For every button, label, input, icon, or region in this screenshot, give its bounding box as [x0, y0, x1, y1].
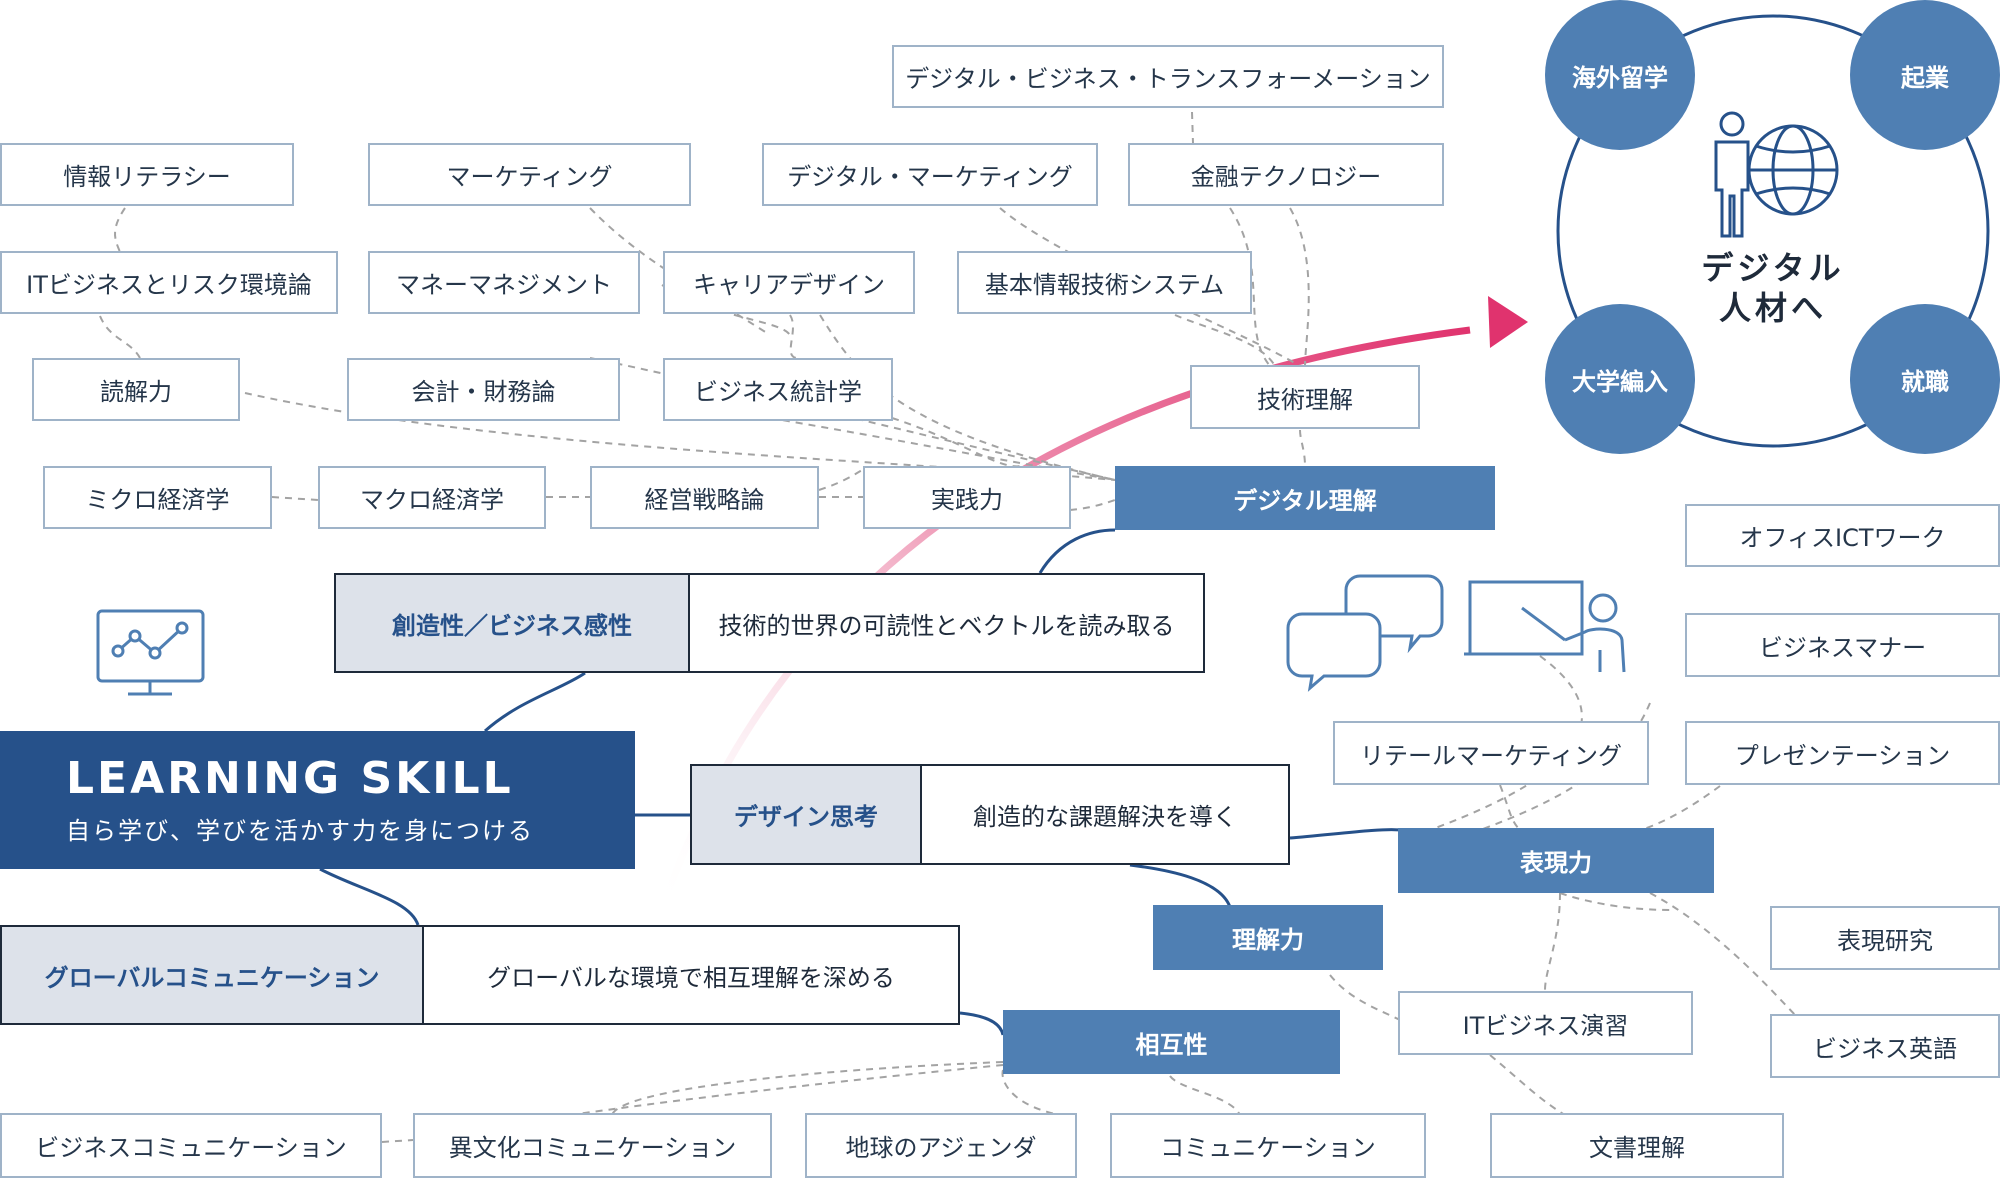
skill-dbt: デジタル・ビジネス・トランスフォーメーション	[892, 45, 1444, 108]
skill-micro: ミクロ経済学	[43, 466, 272, 529]
skill-accounting: 会計・財務論	[347, 358, 620, 421]
pillar-global-desc: グローバルな環境で相互理解を深める	[487, 963, 895, 992]
skill-intercultural: 異文化コミュニケーション	[413, 1113, 772, 1178]
skill-office-ict: オフィスICTワーク	[1685, 504, 2000, 567]
pillar-creativity: 創造性／ビジネス感性 技術的世界の可読性とベクトルを読み取る	[334, 573, 1205, 673]
hub-mutuality: 相互性	[1003, 1010, 1340, 1074]
teacher-board-icon	[1464, 580, 1626, 673]
goal-circle	[1556, 14, 1990, 448]
hub-understanding: 理解力	[1153, 905, 1383, 970]
skill-macro: マクロ経済学	[318, 466, 546, 529]
hub-expression: 表現力	[1398, 828, 1714, 893]
skill-doc: 文書理解	[1490, 1113, 1784, 1178]
pillar-design-desc: 創造的な課題解決を導く	[973, 803, 1237, 831]
skill-it-practice: ITビジネス演習	[1398, 991, 1693, 1055]
human-globe-icon	[1714, 111, 1839, 238]
learning-skill-title: LEARNING SKILL	[66, 753, 514, 804]
monitor-chart-icon	[96, 609, 205, 696]
skill-fintech: 金融テクノロジー	[1128, 143, 1444, 206]
goal-study-abroad: 海外留学	[1545, 0, 1695, 150]
pillar-global: グローバルコミュニケーション グローバルな環境で相互理解を深める	[0, 925, 960, 1025]
hub-tech: 技術理解	[1190, 365, 1420, 429]
learning-skill-subtitle: 自ら学び、学びを活かす力を身につける	[66, 817, 534, 845]
skill-basic-info: 基本情報技術システム	[957, 251, 1252, 314]
skill-communication: コミュニケーション	[1110, 1113, 1426, 1178]
skill-retail: リテールマーケティング	[1333, 721, 1649, 785]
skill-english: ビジネス英語	[1770, 1014, 2000, 1078]
skill-presentation: プレゼンテーション	[1685, 721, 2000, 785]
goal-transfer: 大学編入	[1545, 304, 1695, 454]
goal-employment: 就職	[1850, 304, 2000, 454]
goal-title-line1: デジタル	[1701, 249, 1845, 287]
pillar-global-label: グローバルコミュニケーション	[2, 927, 424, 1023]
goal-title: デジタル 人材へ	[1658, 248, 1888, 328]
skill-expression-research: 表現研究	[1770, 906, 2000, 970]
skill-reading: 読解力	[32, 358, 240, 421]
hub-practice: 実践力	[863, 466, 1071, 529]
skill-career: キャリアデザイン	[663, 251, 915, 314]
skill-money-mgmt: マネーマネジメント	[368, 251, 640, 314]
pillar-creativity-desc: 技術的世界の可読性とベクトルを読み取る	[718, 611, 1175, 640]
arrow-head-icon	[1488, 296, 1528, 348]
skill-strategy: 経営戦略論	[590, 466, 819, 529]
skill-agenda: 地球のアジェンダ	[805, 1113, 1077, 1178]
skill-it-risk: ITビジネスとリスク環境論	[0, 251, 338, 314]
pillar-creativity-label: 創造性／ビジネス感性	[336, 575, 690, 671]
pillar-design: デザイン思考 創造的な課題解決を導く	[690, 764, 1290, 865]
goal-startup: 起業	[1850, 0, 2000, 150]
chat-bubbles-icon	[1286, 574, 1444, 692]
goal-title-line2: 人材へ	[1718, 289, 1827, 327]
learning-skill-panel: LEARNING SKILL 自ら学び、学びを活かす力を身につける	[0, 731, 635, 869]
skill-manners: ビジネスマナー	[1685, 613, 2000, 677]
skill-stats: ビジネス統計学	[663, 358, 893, 421]
skill-biz-comm: ビジネスコミュニケーション	[0, 1113, 382, 1178]
skill-info-literacy: 情報リテラシー	[0, 143, 294, 206]
hub-digital: デジタル理解	[1115, 466, 1495, 530]
skill-marketing: マーケティング	[368, 143, 691, 206]
skill-digital-marketing: デジタル・マーケティング	[762, 143, 1098, 206]
pillar-design-label: デザイン思考	[692, 766, 922, 863]
